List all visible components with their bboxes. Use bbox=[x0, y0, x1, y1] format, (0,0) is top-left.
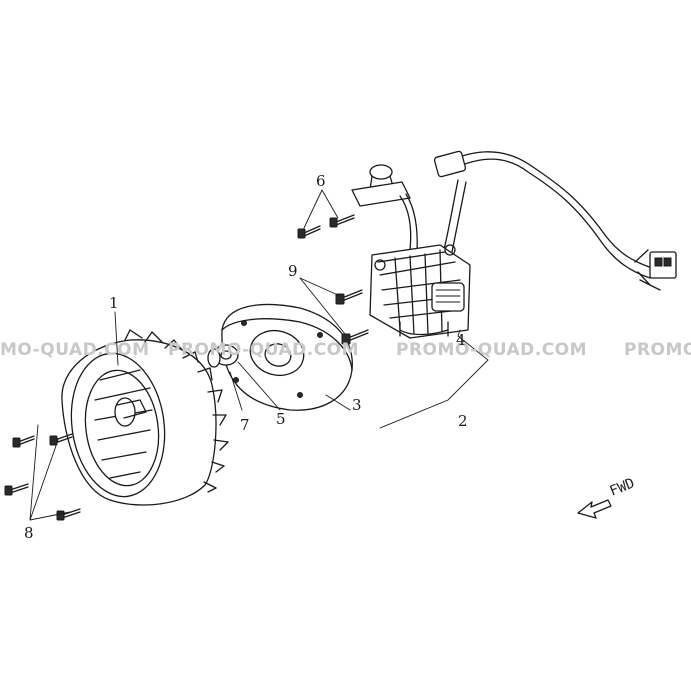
flywheel-rotor bbox=[221, 303, 353, 411]
callout-3: 3 bbox=[352, 396, 362, 414]
callout-1: 1 bbox=[109, 294, 119, 312]
nut-washer bbox=[207, 344, 239, 368]
callout-5: 5 bbox=[276, 410, 286, 428]
watermark-3: PROMO-QUAD.COM bbox=[396, 340, 587, 360]
direction-indicator: FWD bbox=[577, 475, 637, 519]
bolts-pickup bbox=[297, 214, 355, 239]
pickup-sensor bbox=[351, 164, 418, 253]
callout-9: 9 bbox=[288, 262, 298, 280]
leader-lines bbox=[29, 189, 489, 521]
callout-8: 8 bbox=[24, 524, 34, 542]
callout-4: 4 bbox=[456, 331, 466, 349]
bolts-fan bbox=[4, 433, 81, 521]
watermark-1: MO-QUAD.COM bbox=[0, 340, 150, 360]
wire-harness bbox=[433, 150, 677, 291]
callout-2: 2 bbox=[458, 412, 468, 430]
stator bbox=[369, 244, 471, 339]
callout-7: 7 bbox=[240, 416, 250, 434]
callout-numbers: 1 2 3 4 5 6 7 8 9 bbox=[24, 172, 468, 542]
direction-arrow-icon bbox=[577, 499, 612, 519]
direction-label: FWD bbox=[608, 475, 637, 499]
bolts-stator bbox=[335, 289, 369, 345]
callout-6: 6 bbox=[316, 172, 326, 190]
watermark-2: PROMO-QUAD.COM bbox=[168, 340, 359, 360]
watermarks: MO-QUAD.COM PROMO-QUAD.COM PROMO-QUAD.CO… bbox=[0, 340, 691, 360]
watermark-4: PROMO bbox=[624, 340, 691, 360]
cooling-fan bbox=[61, 329, 229, 506]
